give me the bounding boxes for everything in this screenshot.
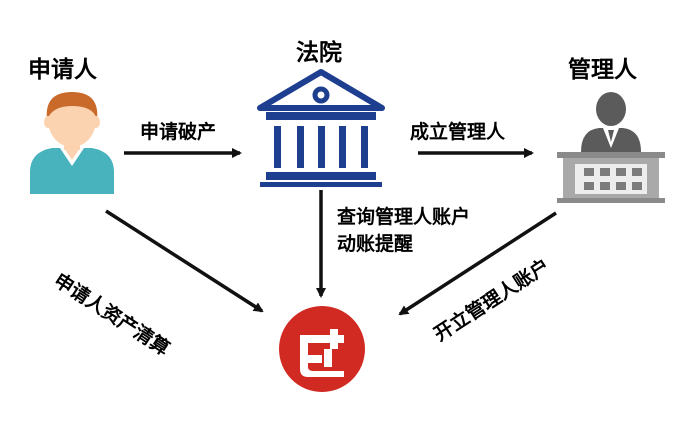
edge-label-query-account: 查询管理人账户 <box>337 206 471 228</box>
arrow-administrator-to-bank <box>398 211 557 316</box>
arrow-applicant-to-bank <box>105 209 264 313</box>
edge-label-balance-alert: 动账提醒 <box>337 233 414 255</box>
edge-label-establish-administrator: 成立管理人 <box>410 121 506 143</box>
person-icon <box>30 92 114 194</box>
edge-label-apply-bankruptcy: 申请破产 <box>140 121 217 143</box>
court-label: 法院 <box>296 40 342 66</box>
applicant-label: 申请人 <box>28 57 97 83</box>
courthouse-icon <box>257 69 385 187</box>
administrator-icon <box>557 92 665 203</box>
bank-logo-icon <box>279 306 365 392</box>
administrator-label: 管理人 <box>568 57 637 83</box>
